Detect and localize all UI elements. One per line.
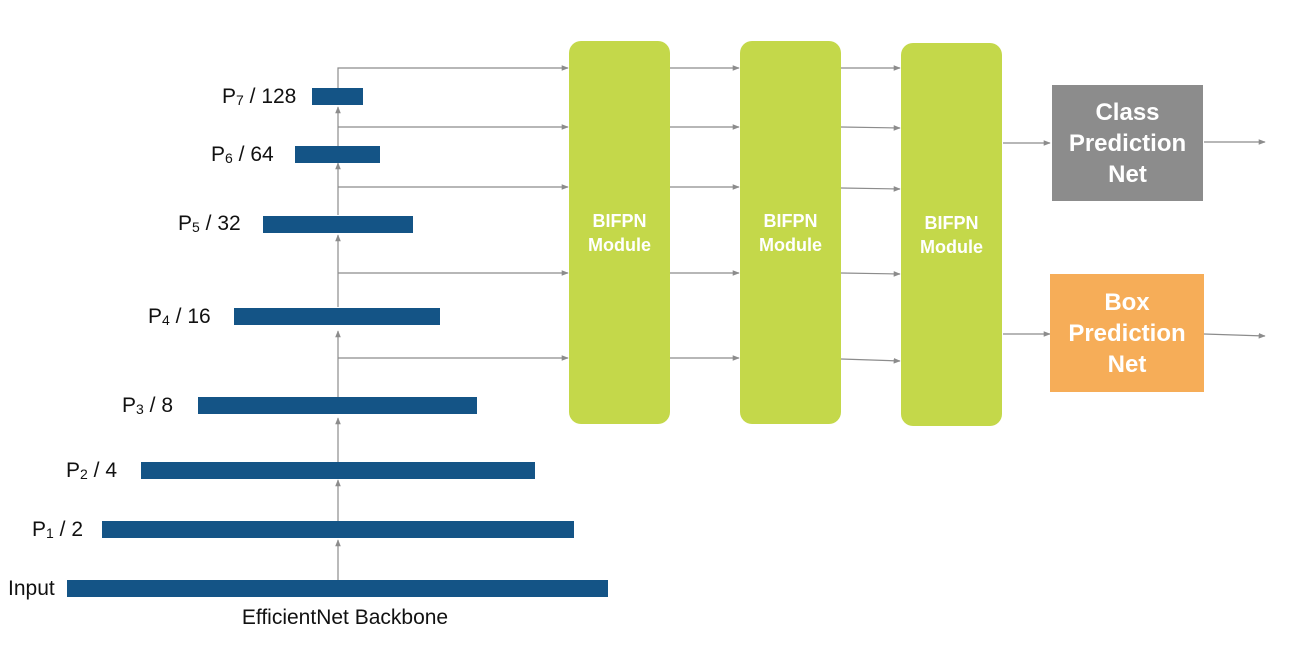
p6-label: P6 / 64 [211, 143, 274, 166]
module-line2: Module [588, 234, 651, 255]
p1-feature-bar [102, 521, 574, 538]
input-bar [67, 580, 608, 597]
p1-label: P1 / 2 [32, 518, 83, 541]
bifpn-link-arrow [840, 271, 901, 277]
p5-feature-bar [263, 216, 413, 233]
module-line1: BIFPN [592, 210, 647, 231]
p7-feature-arrow [337, 65, 569, 88]
p6-feature-bar [295, 146, 380, 163]
p2-feature-bar [141, 462, 535, 479]
p4-feature-bar [234, 308, 440, 325]
p5-label: P5 / 32 [178, 212, 241, 235]
backbone-caption: EfficientNet Backbone [241, 606, 449, 629]
bifpn-module-3: BIFPN Module [901, 43, 1002, 426]
p7-feature-bar [312, 88, 363, 105]
p3-feature-bar [198, 397, 477, 414]
module-line1: BIFPN [924, 212, 979, 233]
p4-label: P4 / 16 [148, 305, 211, 328]
bifpn-link-arrow [840, 125, 901, 131]
bifpn-module-2: BIFPN Module [740, 41, 841, 424]
box-output-arrow [1203, 332, 1266, 339]
module-line2: Module [759, 234, 822, 255]
module-line2: Module [920, 236, 983, 257]
input-label: Input [8, 577, 55, 600]
p2-label: P2 / 4 [66, 459, 117, 482]
p7-label: P7 / 128 [222, 85, 297, 108]
module-line1: BIFPN [763, 210, 818, 231]
bifpn-module-1: BIFPN Module [569, 41, 670, 424]
bifpn-link-arrow [840, 186, 901, 192]
p3-label: P3 / 8 [122, 394, 173, 417]
bifpn-link-arrow [840, 357, 901, 364]
